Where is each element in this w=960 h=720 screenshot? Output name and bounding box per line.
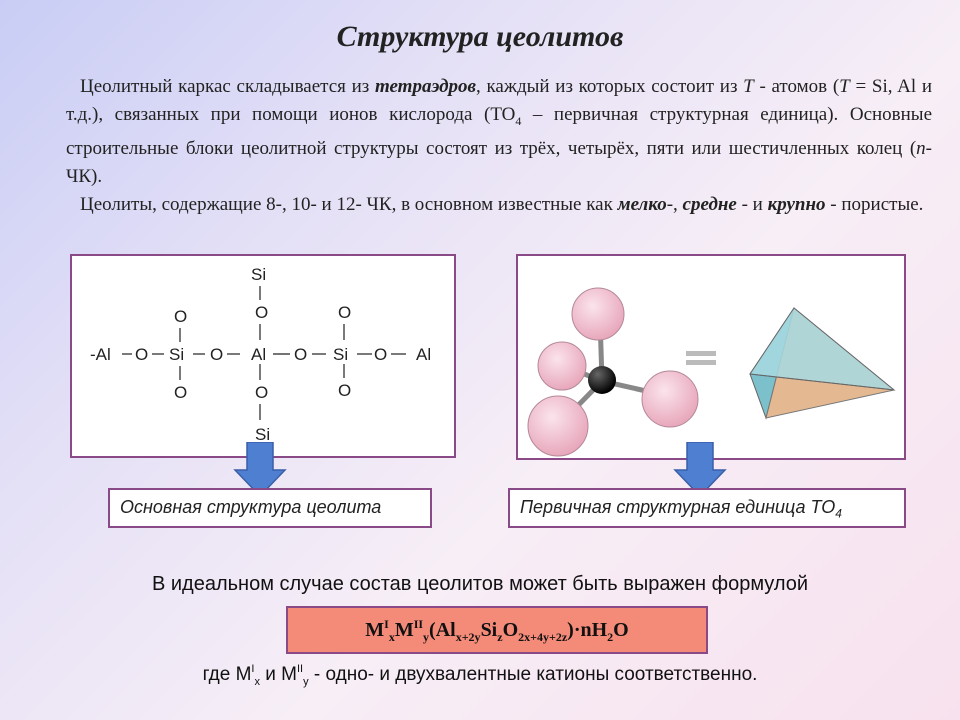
- to4-unit-illustration: [516, 254, 906, 460]
- atom-o-lower-left: O: [174, 383, 187, 402]
- zeolite-structure-diagram: -Al O Si O Al O Si O Al Si O O Si O O O: [70, 254, 456, 458]
- pores-paragraph: Цеолиты, содержащие 8-, 10- и 12- ЧК, в …: [80, 194, 924, 215]
- atom-si-top: Si: [251, 265, 266, 284]
- atom-al-right: Al: [416, 345, 431, 364]
- zeolite-formula: MIxMIIy(Alx+2ySizO2x+4y+2z)·nH2O: [286, 606, 708, 654]
- oxygen-sphere-left: [537, 341, 587, 391]
- atom-o-3: O: [294, 345, 307, 364]
- equals-sign: [686, 351, 716, 356]
- atom-si-bottom: Si: [255, 425, 270, 444]
- oxygen-sphere-top: [571, 287, 625, 341]
- caption-to4-unit: Первичная структурная единица TO4: [508, 488, 906, 528]
- atom-o-2: O: [210, 345, 223, 364]
- cation-explanation: где MIx и MIIy - одно- и двухвалентные к…: [202, 663, 758, 688]
- center-atom-sphere: [588, 366, 616, 394]
- atom-al-left: -Al: [90, 345, 111, 364]
- atom-si-right: Si: [333, 345, 348, 364]
- arrow-down-icon: [233, 442, 287, 498]
- atom-o-1: O: [135, 345, 148, 364]
- atom-o-top: O: [255, 303, 268, 322]
- oxygen-sphere-right: [641, 370, 699, 428]
- atom-o-bottom: O: [255, 383, 268, 402]
- intro-paragraph: Цеолитный каркас складывается из тетраэд…: [66, 76, 933, 187]
- atom-al-center: Al: [251, 345, 266, 364]
- atom-o-upper-left: O: [174, 307, 187, 326]
- ideal-formula-intro: В идеальном случае состав цеолитов может…: [151, 573, 809, 595]
- atom-o-upper-right: O: [338, 303, 351, 322]
- atom-o-4: O: [374, 345, 387, 364]
- arrow-down-icon: [673, 442, 727, 498]
- tetrahedron-shape: [749, 307, 896, 420]
- atom-si-left: Si: [169, 345, 184, 364]
- atom-o-lower-right: O: [338, 381, 351, 400]
- oxygen-sphere-bottom: [527, 395, 589, 457]
- caption-zeolite-structure: Основная структура цеолита: [108, 488, 432, 528]
- page-title: Структура цеолитов: [336, 20, 624, 53]
